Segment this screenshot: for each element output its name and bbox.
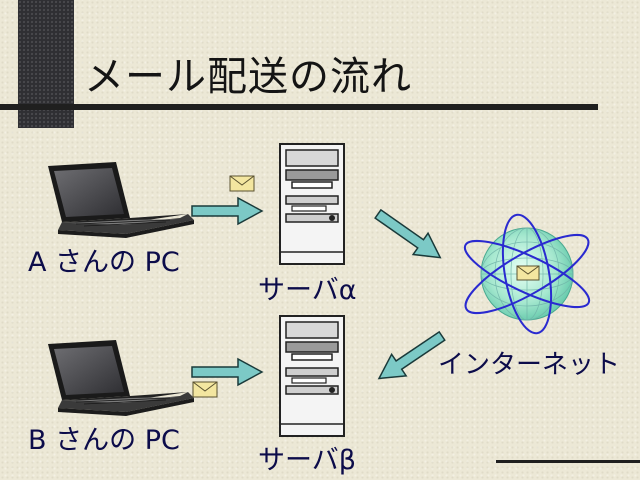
internet-label: インターネット: [438, 350, 621, 380]
footer-line: [496, 460, 640, 463]
server-alpha-label: サーバα: [258, 275, 357, 306]
pc-b-label: B さんの PC: [28, 425, 180, 456]
arrow-icon: [374, 208, 442, 259]
server-tower-icon: [279, 315, 345, 437]
title-underline: [0, 104, 598, 110]
arrow-icon: [191, 357, 264, 387]
laptop-icon: [48, 340, 194, 416]
arrow-icon: [191, 196, 264, 226]
envelope-icon: [229, 175, 255, 192]
server-tower-icon: [279, 143, 345, 265]
laptop-icon: [48, 162, 194, 238]
envelope-icon: [516, 265, 540, 281]
arrow-icon: [377, 330, 446, 380]
pc-a-label: A さんの PC: [28, 247, 180, 278]
server-beta-label: サーバβ: [258, 445, 356, 476]
envelope-icon: [192, 381, 218, 398]
slide-title: メール配送の流れ: [84, 54, 412, 100]
